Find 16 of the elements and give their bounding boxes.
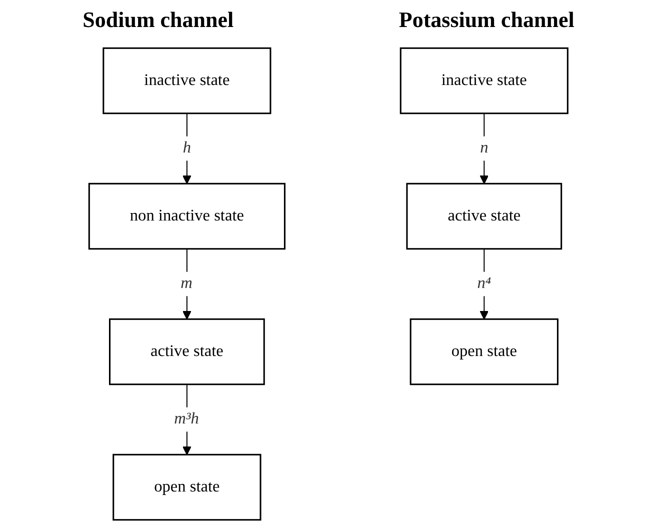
edge-label: n [480,139,488,157]
edge-label: m³h [174,410,199,428]
node-box: inactive state [400,47,569,114]
edge-label: h [182,139,192,157]
arrow [182,113,192,184]
node-box: open state [112,454,262,521]
node-box: inactive state [102,47,272,114]
arrow [480,113,489,184]
node-box: open state [410,318,559,386]
edge-label: m [180,274,192,292]
node-box: active state [406,182,562,250]
heading: Sodium channel [82,7,234,33]
node-box: active state [109,318,265,386]
edge-label: n⁴ [477,274,492,292]
heading: Potassium channel [398,7,574,33]
node-box: non inactive state [88,182,286,250]
